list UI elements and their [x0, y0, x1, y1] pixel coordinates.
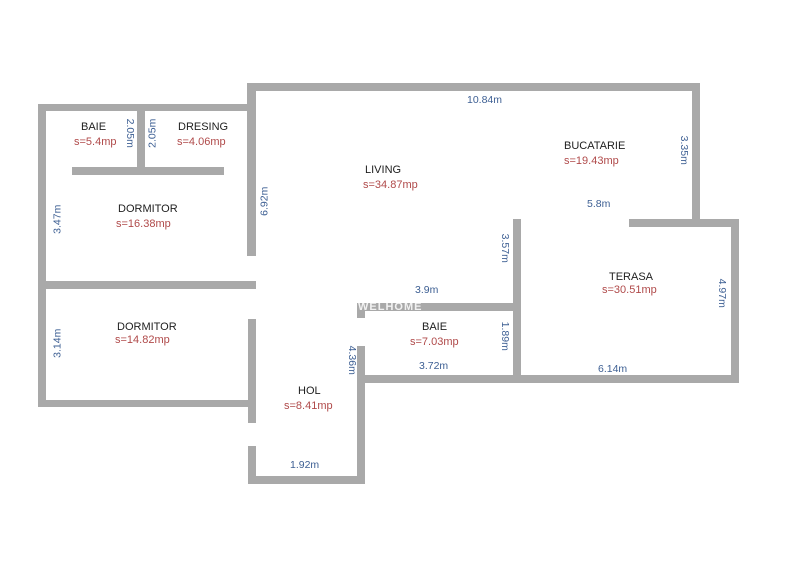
room-area: s=19.43mp	[564, 155, 619, 167]
wall-terasa-right	[731, 219, 739, 383]
wall-terasa-left	[513, 219, 521, 383]
watermark: WELHOME	[358, 301, 423, 313]
dimension-dormitor-1-side: 3.47m	[51, 204, 64, 234]
wall-hol-bottom	[248, 476, 365, 484]
room-name: TERASA	[609, 271, 654, 283]
wall-living-left	[247, 83, 256, 256]
room-name: BAIE	[81, 121, 107, 133]
dimension-terasa-bottom: 6.14m	[598, 363, 628, 375]
room-area: s=16.38mp	[116, 218, 171, 230]
room-area: s=7.03mp	[410, 336, 459, 348]
room-name: DRESING	[178, 121, 229, 133]
dimension-bucatarie-right: 3.35m	[677, 135, 690, 165]
dimension-bucatarie-bottom: 5.8m	[587, 198, 611, 210]
dimension-living-left: 6.92m	[258, 186, 271, 216]
wall-hol-left-upper	[248, 319, 256, 423]
room-area: s=8.41mp	[284, 400, 333, 412]
room-name: BAIE	[422, 321, 448, 333]
dimension-baie-right: 1.89m	[498, 321, 511, 351]
room-name: DORMITOR	[118, 203, 178, 215]
wall-dormitor-2-bottom	[38, 400, 256, 407]
room-area: s=30.51mp	[602, 284, 657, 296]
wall-bath-dresing-divider	[137, 104, 145, 175]
dimension-hol-right: 4.36m	[345, 345, 358, 375]
room-area: s=34.87mp	[363, 179, 418, 191]
wall-hol-right	[357, 346, 365, 484]
wall-bucatarie-right	[692, 83, 700, 227]
dimension-dresing-side: 2.05m	[146, 118, 159, 148]
dimension-baie-top: 3.9m	[415, 284, 439, 296]
dimension-hol-bottom: 1.92m	[290, 459, 320, 471]
dimension-terasa-right: 4.97m	[715, 278, 728, 308]
wall-bath-dormitor	[72, 167, 224, 175]
dimension-living-inner: 3.57m	[498, 233, 511, 263]
dimension-dormitor-2-side: 3.14m	[51, 328, 64, 358]
room-name: DORMITOR	[117, 321, 177, 333]
wall-baie-left-stub	[357, 303, 365, 318]
wall-terasa-top	[629, 219, 739, 227]
room-name: BUCATARIE	[564, 140, 626, 152]
wall-left-outer	[38, 104, 46, 407]
wall-living-top	[247, 83, 700, 91]
wall-hol-left-lower	[248, 446, 256, 484]
wall-dormitor-divider	[38, 281, 256, 289]
wall-left-block-top	[38, 104, 256, 111]
room-area: s=4.06mp	[177, 136, 226, 148]
dimension-living-top: 10.84m	[467, 94, 503, 106]
dimension-baie-small-side: 2.05m	[123, 118, 136, 148]
room-name: LIVING	[365, 164, 402, 176]
dimension-baie-bottom: 3.72m	[419, 360, 449, 372]
wall-baie-top	[357, 303, 521, 311]
wall-bottom-baie-terasa	[357, 375, 739, 383]
room-area: s=14.82mp	[115, 334, 170, 346]
room-area: s=5.4mp	[74, 136, 117, 148]
room-name: HOL	[298, 385, 321, 397]
